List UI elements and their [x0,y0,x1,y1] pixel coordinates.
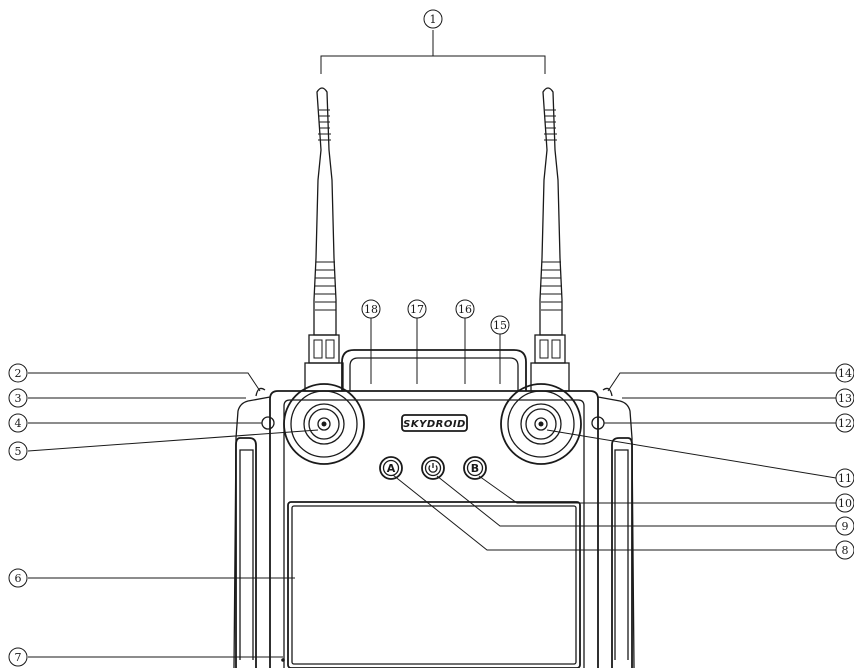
antenna-left [304,87,344,392]
b-button-label: B [471,462,479,475]
callout-10: 10 [835,493,854,513]
callout-2: 2 [8,363,28,383]
right-joystick[interactable] [500,383,582,465]
callout-6: 6 [8,568,28,588]
callout-18: 18 [361,299,381,319]
svg-text:2: 2 [15,367,22,380]
svg-text:7: 7 [15,651,22,664]
a-button-label: A [387,462,396,475]
power-icon [428,463,438,473]
svg-text:15: 15 [493,319,507,332]
callout-1: 1 [423,9,443,29]
antenna-right [530,87,570,392]
svg-text:9: 9 [842,520,849,533]
b-button[interactable]: B [463,456,487,480]
power-button[interactable] [421,456,445,480]
svg-text:18: 18 [364,303,378,316]
svg-text:12: 12 [838,417,852,430]
svg-text:11: 11 [838,472,852,485]
svg-text:16: 16 [458,303,472,316]
callout-16: 16 [455,299,475,319]
callout-7: 7 [8,647,28,667]
callout-9: 9 [835,516,854,536]
svg-text:17: 17 [410,303,424,316]
svg-text:6: 6 [15,572,22,585]
callout-5: 5 [8,441,28,461]
carry-handle [341,349,527,391]
callout-11: 11 [835,468,854,488]
touch-screen[interactable] [287,501,581,668]
left-joystick[interactable] [283,383,365,465]
svg-text:13: 13 [838,392,852,405]
callout-12: 12 [835,413,854,433]
callout-17: 17 [407,299,427,319]
svg-text:14: 14 [838,367,852,380]
microphone-hole [281,658,285,662]
svg-text:4: 4 [15,417,22,430]
callout-15: 15 [490,315,510,335]
callout-3: 3 [8,388,28,408]
svg-text:3: 3 [15,392,22,405]
callout-13: 13 [835,388,854,408]
svg-text:8: 8 [842,544,849,557]
a-button[interactable]: A [379,456,403,480]
callout-14: 14 [835,363,854,383]
callout-8: 8 [835,540,854,560]
callout-leaders [27,30,837,658]
svg-text:10: 10 [838,497,852,510]
svg-text:1: 1 [430,13,437,26]
logo-text: SKYDROID [403,419,466,430]
left-indicator-light [261,416,275,430]
brand-logo: SKYDROID [401,414,468,432]
svg-text:5: 5 [15,445,22,458]
callout-4: 4 [8,413,28,433]
controller-body [233,387,635,668]
